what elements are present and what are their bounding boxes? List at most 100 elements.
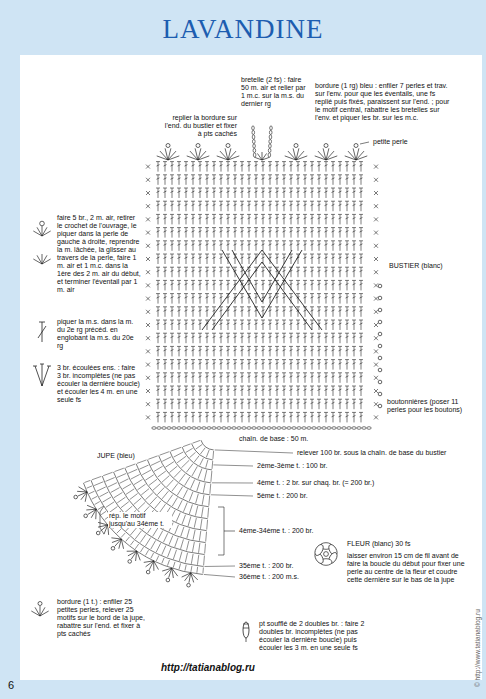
chain-stitch [322,427,326,430]
treble-stitch-row [156,307,363,317]
treble-stitch-row [156,175,363,185]
flower-bead [324,552,329,557]
treble-stitch-row [156,346,363,356]
bead [38,602,42,606]
treble-stitch-row [156,267,363,277]
button-bead [378,332,382,336]
round-label: 2ème-3ème t. : 100 br. [256,462,328,470]
leader-line [204,566,235,567]
bead [111,547,115,551]
strap-chain [268,148,271,152]
fan-stitch [345,148,368,160]
strap-chain [252,135,255,139]
treble-stitch-row [156,162,363,172]
chain-stitch [252,427,256,430]
fan-stitch [217,148,240,160]
leader-line [360,142,369,144]
treble-stitch-row [156,294,363,304]
chain-stitch [182,427,186,430]
chain-stitch [222,427,226,430]
fan-stitch [162,568,178,578]
chain-stitch [357,427,361,430]
chain-stitch [267,427,271,430]
callout-label: petite perle [372,138,409,146]
single-crochet-edge [146,191,378,195]
strap-chain [270,126,273,130]
button-bead [378,284,382,288]
button-bead [378,404,382,408]
single-crochet-edge [146,402,378,406]
bead [294,144,298,148]
leader-line [215,450,293,453]
page-title: LAVANDINE [0,14,486,45]
skirt-stitches [183,444,213,469]
section-label: BUSTIER (blanc) [388,262,444,270]
bead [84,514,88,518]
round-label: 36ème t. : 200 m.s. [238,573,300,581]
instruction-note: faire 5 br., 2 m. air, retirer le croche… [56,214,142,294]
strap-chain [253,153,256,157]
fan-stitch [157,148,180,160]
fan-stitch [77,487,87,502]
chain-stitch [277,427,281,430]
watermark: © http://www.tatianablog.ru [474,608,481,688]
single-crochet-edge [146,310,378,314]
leader-line [213,465,253,466]
chain-stitch [312,427,316,430]
chain-stitch [332,427,336,430]
instruction-note: rép. le motif jusqu'au 34ème t. [108,512,172,528]
skirt-stitches [114,468,206,541]
single-crochet-edge [146,349,378,353]
bracket [100,506,104,534]
chain-stitch [167,427,171,430]
chain-stitch [337,427,341,430]
instruction-note: laisser environ 15 cm de fil avant de fa… [346,552,474,584]
single-crochet-edge [146,244,378,248]
cluster-symbol [33,364,51,386]
bead [324,144,328,148]
skirt-round [102,476,204,555]
skirt-stitches [103,472,205,553]
single-crochet-edge [146,257,378,261]
puff-stitch-symbol [243,622,249,638]
treble-stitch-row [156,412,363,422]
chain-stitch [202,427,206,430]
bead [187,583,191,587]
strap-chain [253,139,256,143]
strap-chain [269,139,272,143]
single-crochet-edge [146,323,378,327]
chain-stitch [352,427,356,430]
chain-stitch [262,427,266,430]
bead [146,570,150,574]
instruction-note: pt soufflé de 2 doubles br. : faire 2 do… [258,620,380,652]
treble-stitch-row [156,228,363,238]
bead [74,495,78,499]
button-bead [378,380,382,384]
treble-stitch-row [156,333,363,343]
chain-stitch [317,427,321,430]
bead [196,144,200,148]
treble-stitch-row [156,241,363,251]
chain-stitch [362,427,366,430]
leader-line [204,574,235,577]
round-label: 4ème-34ème t. : 200 br. [238,527,314,535]
fan-stitch [144,561,159,571]
strap-chain [268,153,271,157]
chain-stitch [207,427,211,430]
skirt-stitches [171,447,212,482]
fan-stitch [285,148,308,160]
fan-stitch [86,505,96,519]
instruction-note: bordure (1 rg) bleu : enfiler 7 perles e… [314,82,454,122]
single-crochet-edge [146,363,378,367]
treble-stitch-row [156,201,363,211]
chain-stitch [242,427,246,430]
button-bead [378,344,382,348]
chain-stitch [192,427,196,430]
single-crochet-edge [146,270,378,274]
treble-stitch-row [156,386,363,396]
chain-stitch [217,427,221,430]
fan-stitch [315,148,338,160]
treble-stitch-row [156,280,363,290]
leader-line [212,482,253,483]
bead [96,531,100,535]
